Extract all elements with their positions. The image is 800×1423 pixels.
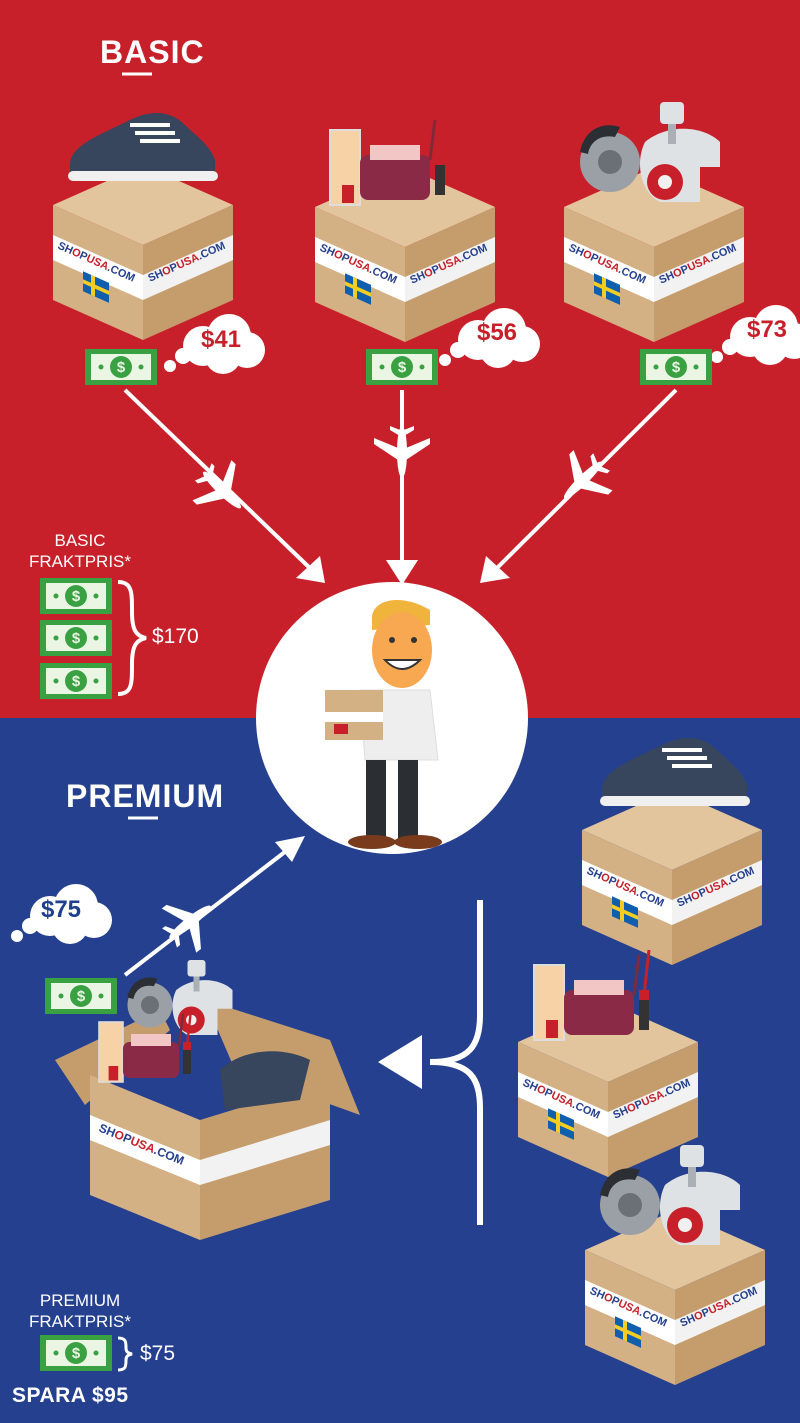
money-bill-icon — [40, 663, 112, 699]
money-bill-icon — [366, 349, 438, 385]
premium-freight-label: PREMIUM FRAKTPRIS* — [20, 1290, 140, 1332]
brace-icon — [117, 1336, 133, 1372]
consolidated-package: SHOPUSA.COM — [55, 960, 360, 1240]
arrow-head-icon — [275, 836, 305, 862]
arrow-head-icon — [296, 556, 325, 583]
money-bill-icon — [85, 349, 157, 385]
basic-freight-total: $170 — [152, 625, 199, 648]
basic-freight-label-line2: FRAKTPRIS* — [28, 552, 132, 571]
money-bill-icon — [40, 620, 112, 656]
price-label-3: $73 — [746, 316, 788, 343]
money-bill-icon — [640, 349, 712, 385]
price-label-1: $41 — [200, 326, 242, 353]
basic-freight-label-line1: BASIC — [54, 531, 106, 550]
arrow-head-icon — [386, 560, 418, 585]
price-label-premium: $75 — [40, 896, 82, 923]
money-bill-icon — [40, 1335, 112, 1371]
premium-freight-total: $75 — [140, 1342, 176, 1365]
premium-freight-label-line1: PREMIUM — [39, 1291, 121, 1310]
savings-label: SPARA $95 — [12, 1384, 129, 1407]
money-bill-icon — [45, 978, 117, 1014]
brace-icon — [117, 580, 147, 696]
premium-title: PREMIUM — [66, 778, 225, 814]
price-label-2: $56 — [476, 319, 518, 346]
money-bill-icon — [40, 578, 112, 614]
customer-icon — [325, 599, 442, 849]
arrow-head-icon — [378, 1035, 422, 1089]
premium-freight-label-line2: FRAKTPRIS* — [28, 1312, 132, 1331]
basic-title: BASIC — [100, 34, 205, 70]
consolidation-bracket — [429, 900, 483, 1225]
basic-freight-label: BASIC FRAKTPRIS* — [20, 530, 140, 572]
arrow-head-icon — [480, 556, 510, 583]
